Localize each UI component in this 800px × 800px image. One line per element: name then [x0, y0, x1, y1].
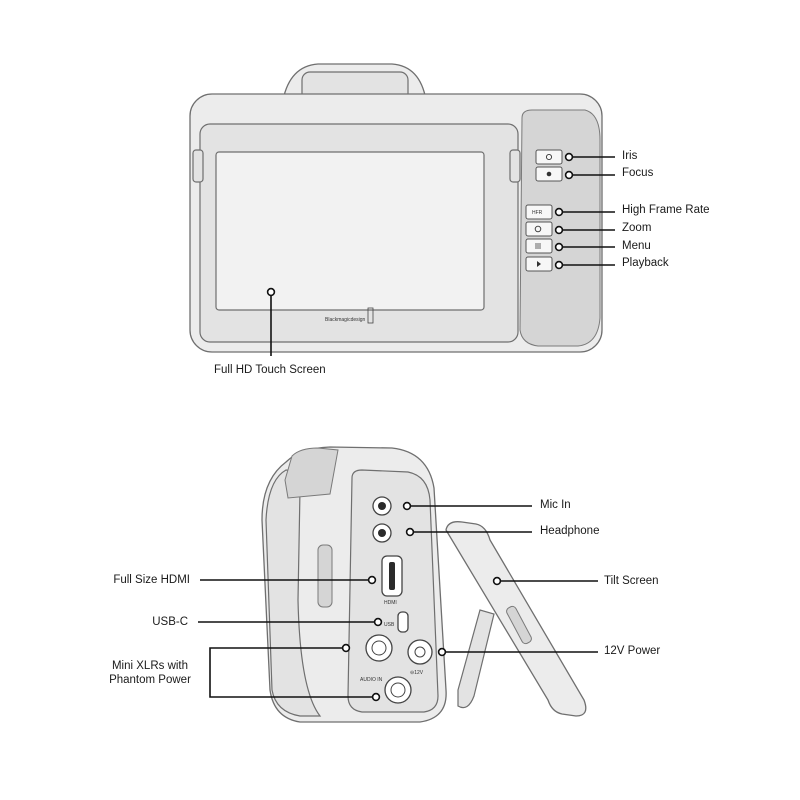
menu-label: Menu	[622, 240, 651, 252]
top-callouts	[266, 152, 615, 356]
screen-callout-dot	[266, 287, 276, 297]
brand-logo-text: Blackmagicdesign	[325, 317, 366, 323]
headphone-callout-dot	[405, 527, 415, 537]
dc-port-label: ⊖12V	[410, 670, 424, 676]
side-evf	[284, 447, 339, 499]
hfr-button-label: HFR	[532, 210, 543, 216]
screen-hinge-left	[192, 149, 204, 183]
iris-label: Iris	[622, 150, 638, 162]
hdmi-callout-dot	[367, 575, 377, 585]
iris-callout-dot	[564, 152, 574, 162]
playback-label: Playback	[622, 257, 669, 269]
playback-callout-dot	[554, 260, 564, 270]
xlr-bracket	[209, 647, 374, 698]
play-icon	[537, 261, 541, 267]
power-12v-label: 12V Power	[604, 645, 661, 657]
touch-screen-label: Full HD Touch Screen	[214, 364, 326, 376]
dc-power-port	[407, 639, 433, 665]
full-size-hdmi-label: Full Size HDMI	[113, 574, 190, 586]
usb-c-callout-dot	[373, 617, 383, 627]
focus-callout-dot	[564, 170, 574, 180]
zoom-label: Zoom	[622, 222, 652, 234]
high-frame-rate-label: High Frame Rate	[622, 204, 710, 216]
mini-xlr-label-line1: Mini XLRs with	[111, 660, 189, 672]
side-callouts	[198, 501, 598, 702]
focus-button-icon	[546, 171, 552, 177]
camera-rear-view: Blackmagicdesign HFR	[189, 63, 603, 353]
tilt-screen-hinge	[457, 609, 495, 709]
usb-c-port	[397, 611, 409, 633]
hdmi-port-label: HDMI	[384, 600, 397, 606]
touch-screen	[215, 151, 485, 311]
dc-power-callout-dot	[437, 647, 447, 657]
mini-xlr-label-line2: Phantom Power	[109, 674, 191, 686]
screen-hinge-right	[509, 149, 521, 183]
iris-button[interactable]	[535, 149, 563, 165]
tilt-screen-callout-dot	[492, 576, 502, 586]
xlr-2-callout-dot	[371, 692, 381, 702]
zoom-button[interactable]	[525, 221, 553, 237]
camera-side-view: HDMI USB ⊖12V AUDIO IN	[261, 446, 587, 723]
zoom-icon	[534, 225, 542, 233]
brand-logo-squares	[367, 307, 374, 324]
xlr-1-callout-dot	[341, 643, 351, 653]
xlr-port-2	[384, 676, 412, 704]
iris-button-icon	[545, 153, 553, 161]
menu-callout-dot	[554, 242, 564, 252]
mic-in-callout-dot	[402, 501, 412, 511]
tilt-screen-ribs	[506, 605, 532, 645]
hfr-button[interactable]	[525, 204, 553, 220]
audio-in-label: AUDIO IN	[360, 677, 383, 683]
tilt-screen-label: Tilt Screen	[604, 575, 659, 587]
mini-xlr-label: Mini XLRs with Phantom Power	[100, 659, 200, 687]
zoom-callout-dot	[554, 225, 564, 235]
headphone-label: Headphone	[540, 525, 600, 537]
focus-label: Focus	[622, 167, 654, 179]
xlr-port-1	[365, 634, 393, 662]
hfr-callout-dot	[554, 207, 564, 217]
usb-c-label: USB-C	[152, 616, 188, 628]
menu-icon	[535, 243, 541, 249]
grip-ribs	[317, 544, 333, 608]
mic-in-label: Mic In	[540, 499, 571, 511]
usb-port-label: USB	[384, 622, 395, 628]
